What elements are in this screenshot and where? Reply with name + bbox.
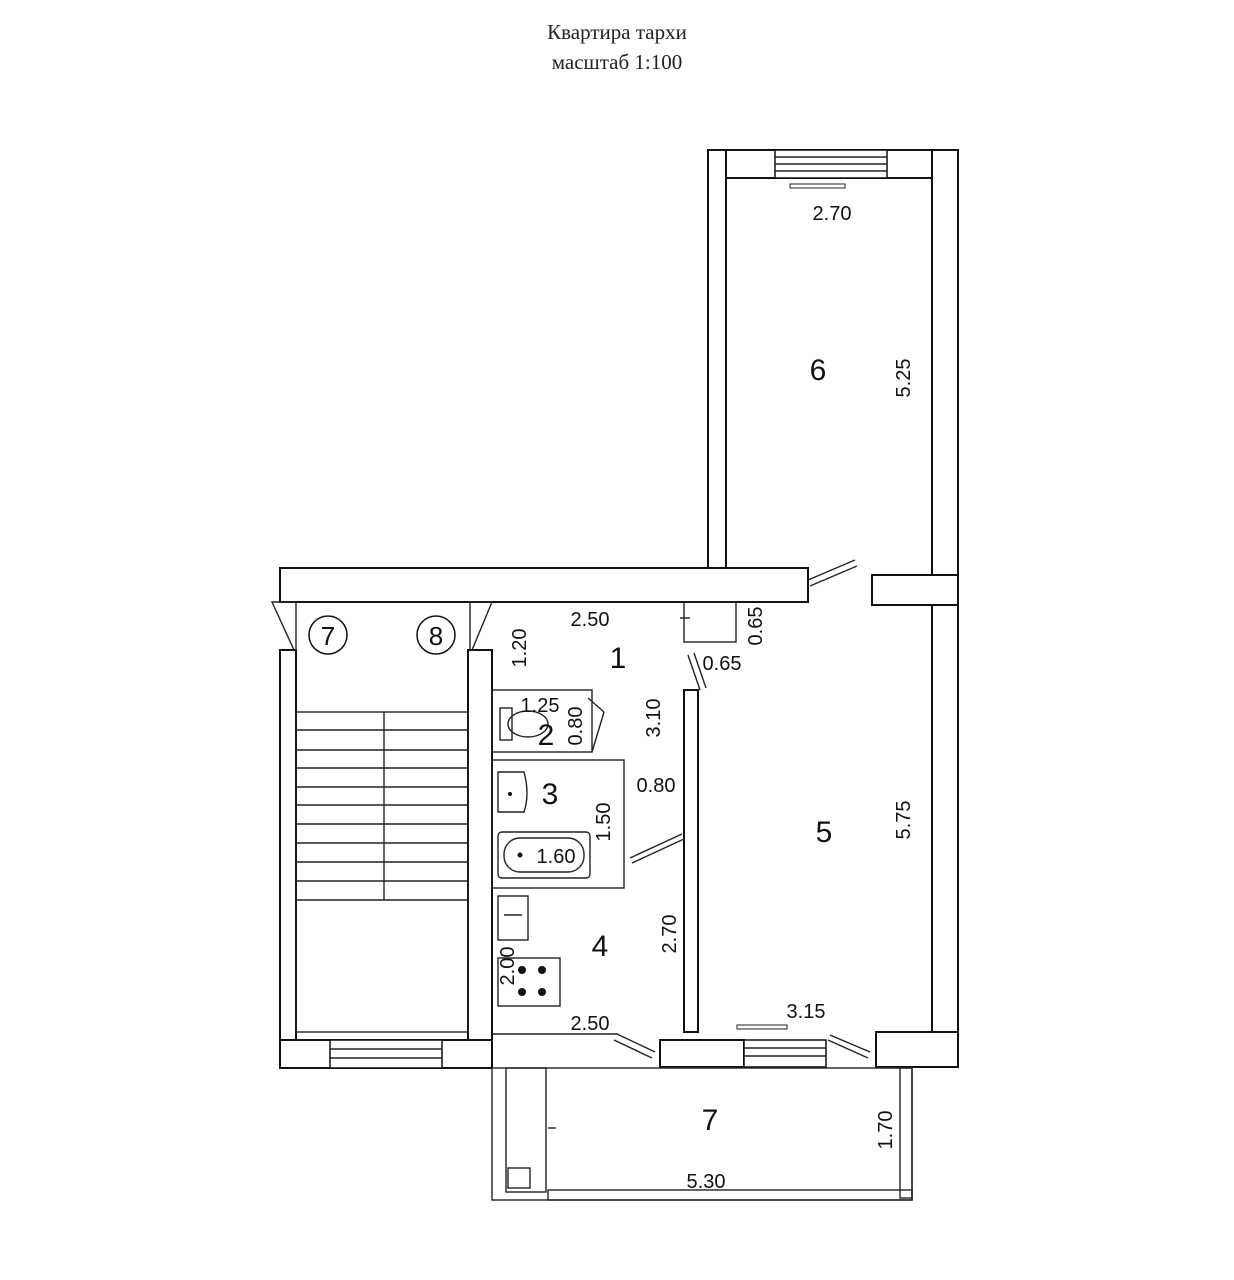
stairwell [270, 601, 494, 1069]
dim-room6-width: 2.70 [813, 203, 852, 225]
room-number-2: 2 [538, 719, 555, 752]
dim-room5-length: 5.75 [893, 801, 915, 840]
dim-bath-depth: 1.50 [593, 803, 615, 842]
wall-segment [871, 574, 959, 606]
door-room-6 [807, 559, 858, 587]
door-kitchen-balcony [613, 1033, 656, 1059]
door-bathroom [629, 833, 685, 864]
dim-wc-width: 1.25 [521, 695, 560, 717]
plan-title: Квартира тархи [547, 20, 687, 44]
toilet-icon [499, 697, 605, 753]
dim-bathtub-length: 1.60 [537, 846, 576, 868]
svg-text:7: 7 [321, 621, 335, 651]
room-5-walls [659, 604, 959, 1068]
dim-kitchen-length: 2.70 [659, 915, 681, 954]
plan-scale: масштаб 1:100 [551, 50, 683, 74]
window-stairwell [329, 1039, 443, 1069]
kitchen-sink-icon [497, 895, 529, 941]
room-number-6: 6 [810, 354, 827, 387]
dim-kitchen-width2: 2.00 [497, 947, 519, 986]
dim-room5-width: 3.15 [787, 1001, 826, 1023]
stair-label-7: 7 [308, 615, 348, 655]
dim-wc-depth: 0.80 [565, 707, 587, 746]
stove-icon [497, 957, 561, 1007]
room-number-5: 5 [816, 816, 833, 849]
svg-text:8: 8 [429, 621, 443, 651]
window-room-5 [736, 1024, 827, 1068]
room-number-1: 1 [610, 642, 627, 675]
dim-hall-depth: 1.20 [509, 629, 531, 668]
balcony [491, 1067, 913, 1201]
dim-balcony-length: 5.30 [687, 1171, 726, 1193]
room-number-4: 4 [592, 930, 609, 963]
room-number-7: 7 [702, 1104, 719, 1137]
dim-bath-width: 0.80 [637, 775, 676, 797]
dim-balcony-width: 1.70 [875, 1111, 897, 1150]
room-number-3: 3 [542, 778, 559, 811]
door-balcony [827, 1034, 871, 1059]
dim-closet-width: 0.65 [703, 653, 742, 675]
dim-corridor-length: 3.10 [643, 699, 665, 738]
washbasin-icon [497, 771, 528, 813]
window-room-6 [774, 149, 888, 189]
dim-hall-width: 2.50 [571, 609, 610, 631]
dim-kitchen-width: 2.50 [571, 1013, 610, 1035]
wall-top-main [279, 567, 809, 603]
dim-closet-depth: 0.65 [745, 607, 767, 646]
wet-rooms-walls [491, 689, 625, 1035]
dim-room6-length: 5.25 [893, 359, 915, 398]
stair-label-8: 8 [416, 615, 456, 655]
closet [680, 601, 737, 643]
bathtub-icon [497, 831, 591, 879]
door-room-5 [687, 652, 707, 691]
